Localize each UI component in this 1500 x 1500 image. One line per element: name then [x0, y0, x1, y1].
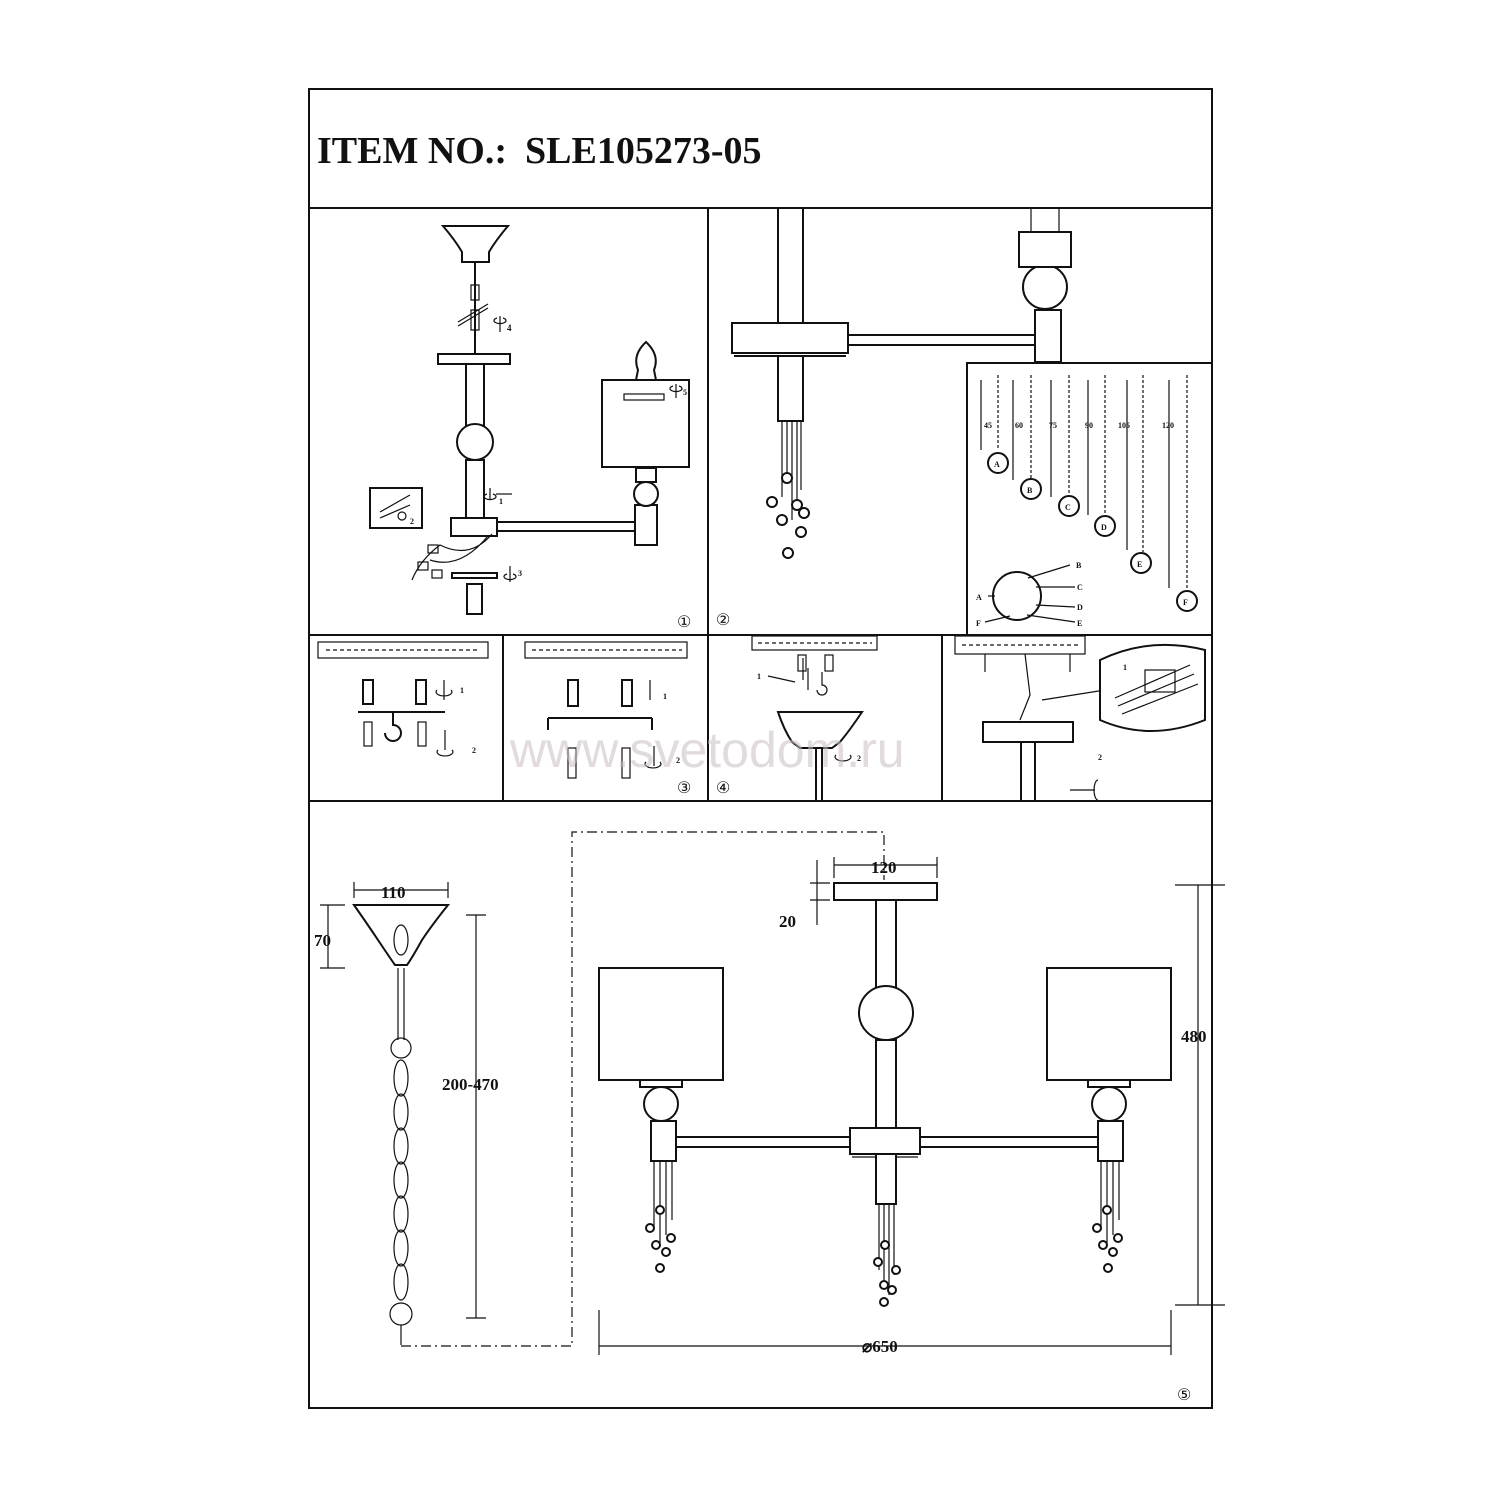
panel-1-wiring: 4 5 1 2 3 ① [369, 225, 691, 631]
panel-3b-bar-mount: 1 2 ③ [524, 641, 691, 797]
canopy-icon [440, 225, 511, 263]
item-number: SLE105273-05 [525, 130, 761, 172]
ceiling-plate [833, 882, 938, 901]
step-2-label: 2 [410, 517, 414, 526]
step-3a-2-label: 2 [472, 746, 476, 755]
chain [389, 924, 413, 1345]
item-number-label: ITEM NO.: [317, 130, 507, 172]
letter-b: B [1027, 486, 1033, 495]
letter-d: D [1101, 523, 1107, 532]
panel-2-arm-and-crystals: 45 60 75 90 105 120 A B C D E F [716, 207, 1213, 636]
ceiling-hook-icon [384, 712, 402, 742]
length-label-c: 75 [1049, 421, 1057, 430]
length-label-f: 120 [1162, 421, 1174, 430]
panel-5-dimensions: 110 70 200-470 120 20 [314, 831, 1225, 1404]
ring-label-b: B [1076, 561, 1082, 570]
step-3a-1-label: 1 [460, 686, 464, 695]
step-4-1-label: 1 [757, 672, 761, 681]
dim-chain-range: 200-470 [442, 1075, 499, 1094]
dim-plate-height: 20 [779, 912, 796, 931]
panel-3-marker: ③ [677, 780, 691, 797]
step-4b-2-label: 2 [1098, 753, 1102, 762]
length-label-e: 105 [1118, 421, 1130, 430]
length-label-a: 45 [984, 421, 992, 430]
ring-label-f: F [976, 619, 981, 628]
watermark: www.svetodom.ru [509, 722, 905, 778]
step-3-label: 3 [518, 569, 522, 578]
dim-plate-width: 120 [871, 858, 897, 877]
step-3b-1-label: 1 [663, 692, 667, 701]
panel-4-marker: ④ [716, 780, 730, 797]
panel-4b-terminal-block: 1 2 [954, 635, 1206, 802]
crystal-strands-inset [966, 362, 1213, 636]
connector-line [401, 831, 885, 1347]
crystal-ring-diagram [992, 571, 1042, 621]
dim-canopy-height: 70 [314, 931, 331, 950]
bulb-icon [634, 340, 658, 381]
step-1-label: 1 [499, 497, 503, 506]
panel-3a-hook-mount: 1 2 [317, 641, 489, 757]
step-3b-2-label: 2 [676, 756, 680, 765]
step-4-label: 4 [507, 323, 512, 333]
pliers-icon [379, 494, 411, 519]
step-5-label: 5 [683, 388, 687, 397]
step-4b-1-label: 1 [1123, 663, 1127, 672]
ring-label-d: D [1077, 603, 1083, 612]
canopy-cup-icon [776, 711, 864, 749]
ring-label-a: A [976, 593, 982, 602]
shade-left [598, 967, 724, 1081]
dim-diameter: ⌀650 [862, 1337, 898, 1356]
shade-right [1046, 967, 1172, 1081]
canopy-side-view [352, 904, 451, 966]
letter-a: A [994, 460, 1000, 469]
letter-f: F [1183, 598, 1188, 607]
panel-5-marker: ⑤ [1177, 1387, 1191, 1404]
dim-total-height: 480 [1181, 1027, 1207, 1046]
crystal-strands [980, 375, 1188, 590]
letter-c: C [1065, 503, 1071, 512]
ring-label-c: C [1077, 583, 1083, 592]
step-4-2-label: 2 [857, 754, 861, 763]
terminal-zoom-inset [1099, 643, 1206, 732]
letter-e: E [1137, 560, 1142, 569]
pliers-callout [369, 487, 423, 529]
ring-label-e: E [1077, 619, 1082, 628]
panel-2-marker: ② [716, 612, 730, 629]
length-label-b: 60 [1015, 421, 1023, 430]
dim-canopy-width: 110 [381, 883, 406, 902]
panel-4a-canopy-fix: 1 2 ④ [716, 635, 878, 801]
panel-1-marker: ① [677, 614, 691, 631]
length-label-d: 90 [1085, 421, 1093, 430]
